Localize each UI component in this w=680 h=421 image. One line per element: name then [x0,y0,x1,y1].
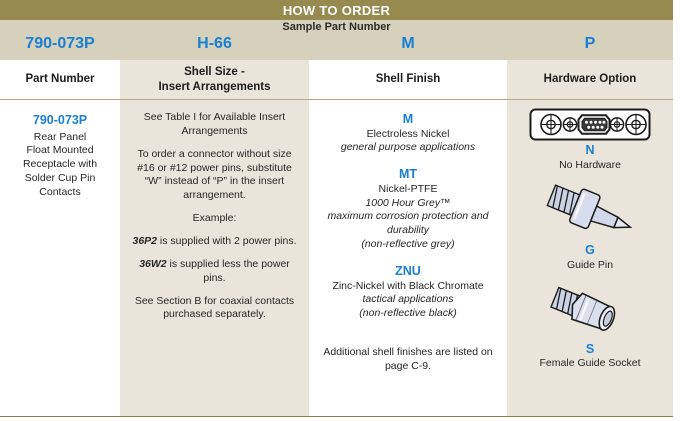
part-number-desc-line5: Contacts [39,185,81,198]
shell-finish-name-m: Electroless Nickel [366,127,450,140]
hardware-option-g-code: G [585,243,595,258]
hardware-option-g-name: Guide Pin [566,258,614,271]
cell-shell-finish: M Electroless Nickel general purpose app… [309,100,507,416]
shell-finish-note-mt-3: (non-reflective grey) [361,238,455,251]
shell-size-example-label: Example: [192,212,237,225]
column-header-shell-finish-label: Shell Finish [375,73,441,86]
part-number-desc-line1: Rear Panel [33,130,87,143]
shell-size-example-2-text: is supplied less the power pins. [166,257,290,284]
column-header-part-number-label: Part Number [25,73,95,86]
shell-finish-code-znu: ZNU [395,264,421,279]
cell-part-number: 790-073P Rear Panel Float Mounted Recept… [0,100,120,416]
guide-pin-icon [515,183,665,241]
guide-socket-icon [515,284,665,340]
shell-size-para-2: To order a connector without size #16 or… [137,147,292,202]
page-title: HOW TO ORDER [0,0,673,20]
shell-size-example-2-code: 36W2 [139,257,167,270]
part-number-code: 790-073P [32,113,88,127]
shell-size-para-1: See Table I for Available Insert Arrange… [143,111,286,137]
hardware-option-s: S Female Guide Socket [515,284,665,371]
cell-shell-size: See Table I for Available Insert Arrange… [120,100,309,416]
hardware-option-n: N No Hardware [515,108,665,172]
part-number-desc-line3: Receptacle with [22,158,98,171]
column-header-shell-size: Shell Size - Insert Arrangements [120,60,309,99]
shell-finish-name-mt: Nickel-PTFE [378,182,438,195]
shell-finish-note-m-1: general purpose applications [340,141,476,154]
shell-size-para-3: See Section B for coaxial contacts purch… [134,294,295,321]
dsub-connector-icon [515,108,665,141]
cell-hardware-option: N No Hardware [507,100,673,416]
sample-value-shell-size: H-66 [197,35,232,52]
shell-finish-code-m: M [402,112,414,126]
column-body-row: 790-073P Rear Panel Float Mounted Recept… [0,100,673,416]
shell-finish-note-mt-1: 1000 Hour Grey™ [365,196,451,209]
shell-size-example-1-code: 36P2 [132,235,158,248]
shell-finish-note-znu-1: tactical applications [362,293,454,306]
hardware-option-n-code: N [585,143,595,157]
sample-value-shell-finish: M [401,35,415,52]
column-header-row: Part Number Shell Size - Insert Arrangem… [0,60,673,100]
hardware-option-n-name: No Hardware [559,158,621,171]
sample-value-hardware-option: P [584,35,596,52]
shell-finish-note-mt-2: maximum corrosion protection and durabil… [327,210,489,237]
shell-size-example-1-text: is supplied with 2 power pins. [157,235,297,248]
shell-size-example-1: 36P2 is supplied with 2 power pins. [128,235,301,249]
column-header-hardware-option: Hardware Option [507,60,673,99]
hardware-option-s-code: S [585,341,595,356]
shell-size-example-2: 36W2 is supplied less the power pins. [128,258,301,286]
sample-part-number-band: Sample Part Number 790-073P H-66 M P [0,20,673,60]
column-header-hardware-option-label: Hardware Option [543,73,637,86]
shell-finish-footnote: Additional shell finishes are listed on … [323,346,493,372]
shell-finish-name-znu: Zinc-Nickel with Black Chromate [332,279,484,292]
part-number-desc-line4: Solder Cup Pin [24,172,96,185]
shell-finish-code-mt: MT [398,167,418,182]
column-header-part-number: Part Number [0,60,120,99]
sample-value-part-number: 790-073P [25,35,95,52]
sample-part-number-label: Sample Part Number [282,21,391,33]
column-header-shell-finish: Shell Finish [309,60,507,99]
sample-part-number-values: 790-073P H-66 M P [0,35,673,53]
hardware-option-g: G Guide Pin [515,183,665,272]
part-number-desc-line2: Float Mounted [26,144,94,157]
column-header-shell-size-line2: Insert Arrangements [158,80,271,93]
shell-finish-note-znu-2: (non-reflective black) [359,307,457,320]
hardware-option-s-name: Female Guide Socket [539,357,641,370]
column-header-shell-size-line1: Shell Size - [184,66,245,79]
